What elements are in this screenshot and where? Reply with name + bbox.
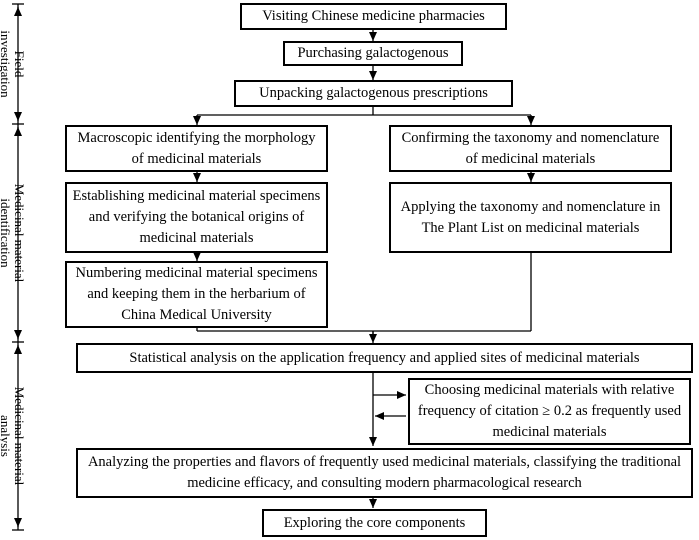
step-number: Numbering medicinal material specimens a… xyxy=(65,261,328,328)
stage-label-identification: Medicinal material identification xyxy=(0,183,27,283)
step-purchase: Purchasing galactogenous xyxy=(283,41,463,66)
step-establish: Establishing medicinal material specimen… xyxy=(65,182,328,253)
step-unpack: Unpacking galactogenous prescriptions xyxy=(234,80,513,107)
step-confirm: Confirming the taxonomy and nomenclature… xyxy=(389,125,672,172)
step-choose: Choosing medicinal materials with relati… xyxy=(408,378,691,445)
step-macro: Macroscopic identifying the morphology o… xyxy=(65,125,328,172)
step-explore: Exploring the core components xyxy=(262,509,487,537)
step-visit: Visiting Chinese medicine pharmacies xyxy=(240,3,507,30)
step-apply: Applying the taxonomy and nomenclature i… xyxy=(389,182,672,253)
step-analyze: Analyzing the properties and flavors of … xyxy=(76,448,693,498)
step-statistical: Statistical analysis on the application … xyxy=(76,343,693,373)
stage-label-field: Field investigation xyxy=(0,30,27,98)
stage-label-analysis: Medicinal material analysis xyxy=(0,386,27,486)
